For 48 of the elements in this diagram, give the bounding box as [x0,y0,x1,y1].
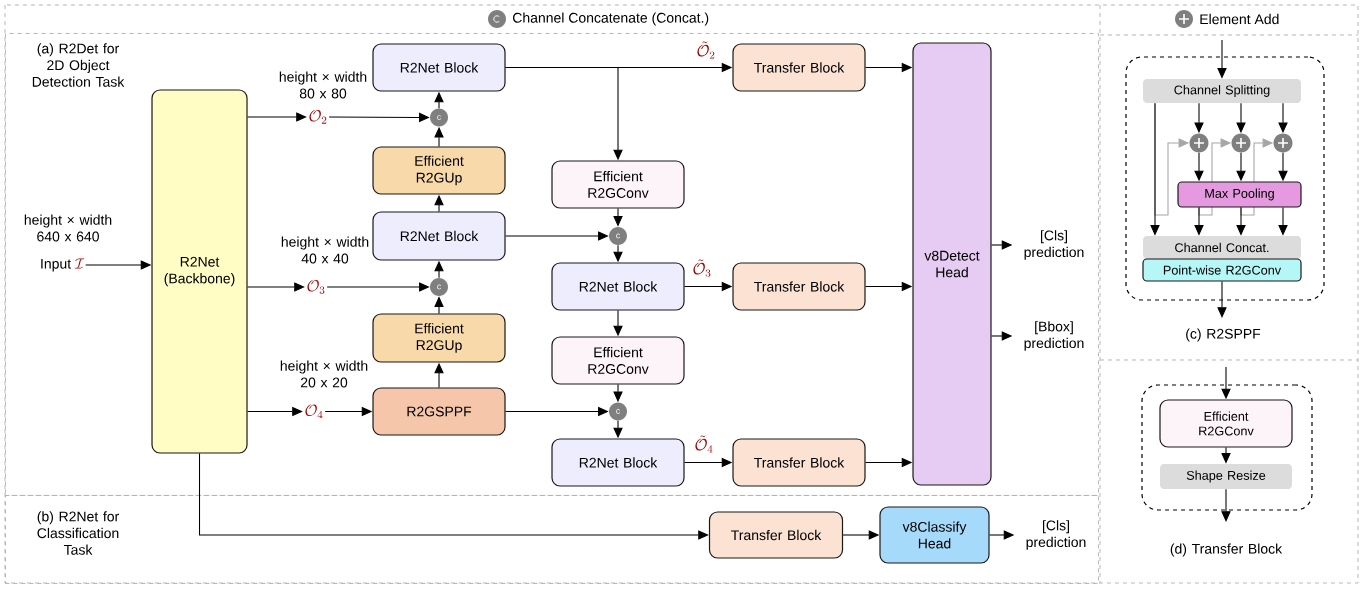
edge-label: $\tilde{\mathcal{O}}_4$ [693,434,715,454]
edge-label: $\tilde{\mathcal{O}}_3$ [691,258,713,278]
layer-bar: Channel Concat. [1143,236,1301,259]
process-box: v8Detect Head [912,42,992,486]
legend-text: Channel Concatenate (Concat.) [513,12,709,26]
arrow [1221,488,1231,522]
output-label: [Cls] prediction [1026,520,1086,550]
add-circle [1273,133,1293,153]
add-circle [1189,133,1209,153]
process-box: Max Pooling [1177,181,1302,208]
arrow [247,282,305,292]
arrow [1217,281,1227,318]
edge-label: $\tilde{\mathcal{O}}_2$ [695,40,717,60]
feature-map-label: $\mathcal{O}_2$ [309,110,327,124]
size-label: height × width 20 x 20 [280,360,368,388]
process-box: R2Net Block [372,211,506,261]
process-box: R2Net (Backbone) [151,89,248,454]
add-circle [1231,133,1251,153]
process-box: Point-wise R2GConv [1142,258,1302,282]
process-box: v8Classify Head [879,506,990,564]
feature-map-label: $\mathcal{O}_3$ [307,280,325,294]
output-label: [Bbox] prediction [1024,321,1084,351]
layer-bar: Shape Resize [1160,464,1292,489]
process-box: Transfer Block [732,438,866,487]
process-box: Efficient R2GConv [551,336,685,385]
process-box: Transfer Block [732,262,866,311]
size-label: height × width 80 x 80 [279,71,367,99]
process-box: Efficient R2GUp [372,146,506,195]
process-box: R2Net Block [551,438,685,487]
process-box: Transfer Block [708,511,844,559]
process-box: Efficient R2GConv [1159,399,1293,448]
process-box: Efficient R2GConv [551,160,685,209]
process-box: R2Net Block [372,43,506,92]
process-box: Transfer Block [732,43,866,92]
size-label: height × width 40 x 40 [281,236,369,264]
process-box: Efficient R2GUp [372,313,506,363]
process-box: R2GSPPF [372,387,506,436]
input-label: Input $\mathcal{I}$ [41,258,85,272]
size-label: height × width 640 x 640 [24,214,112,242]
node-label: (d) Transfer Block [1170,543,1283,557]
feature-map-label: $\mathcal{O}_4$ [305,404,323,419]
output-label: [Cls] prediction [1024,230,1084,260]
process-box: R2Net Block [551,262,685,311]
layer-bar: Channel Splitting [1143,79,1301,103]
node-label: (c) R2SPPF [1186,328,1261,342]
legend-text: Element Add [1200,13,1279,25]
arrow [198,453,709,540]
arrow [247,112,307,122]
